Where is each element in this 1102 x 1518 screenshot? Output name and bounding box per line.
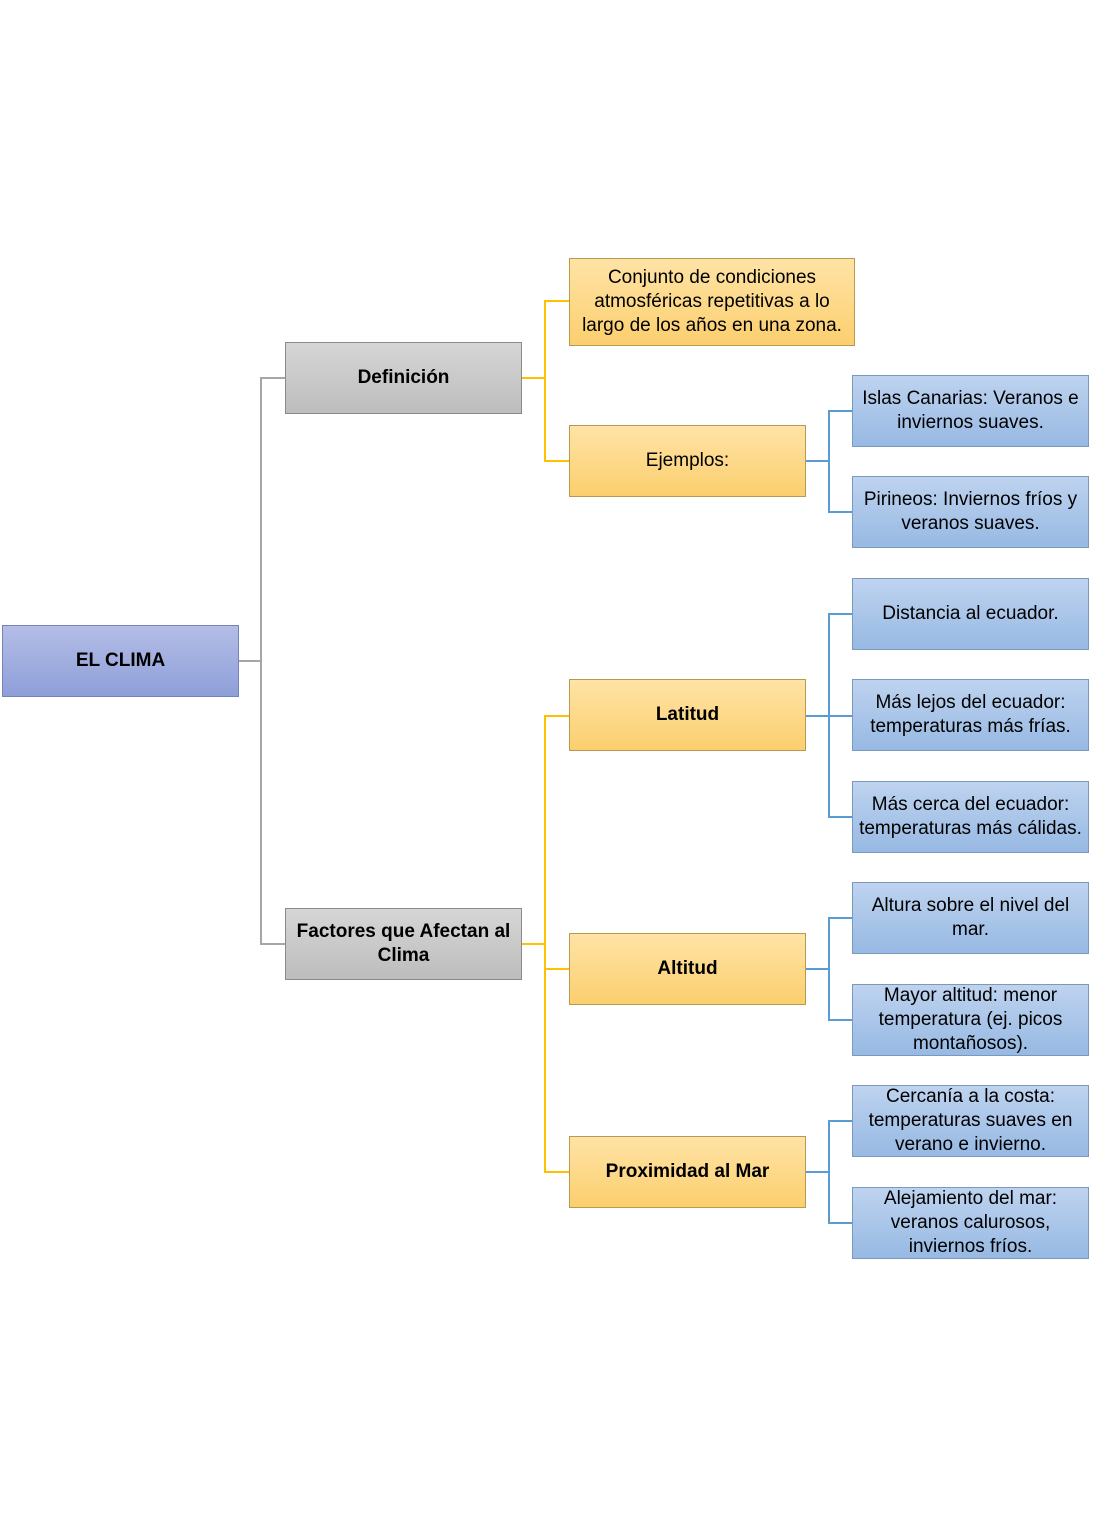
node-latitud: Latitud (569, 679, 806, 751)
leaf-altitud-altura: Altura sobre el nivel del mar. (852, 882, 1089, 954)
leaf-text: Altura sobre el nivel del mar. (871, 895, 1070, 940)
leaf-latitud-distancia: Distancia al ecuador. (852, 578, 1089, 650)
node-altitud: Altitud (569, 933, 806, 1005)
leaf-text: Más lejos del ecuador: temperaturas más … (870, 692, 1071, 737)
leaf-ejemplo-canarias: Islas Canarias: Veranos e inviernos suav… (852, 375, 1089, 447)
root-label: EL CLIMA (75, 650, 166, 671)
latitud-label: Latitud (655, 704, 720, 725)
node-proximidad-mar: Proximidad al Mar (569, 1136, 806, 1208)
root-node-el-clima: EL CLIMA (2, 625, 239, 697)
altitud-label: Altitud (657, 958, 718, 979)
leaf-text: Más cerca del ecuador: temperaturas más … (859, 794, 1082, 839)
factores-label: Factores que Afectan al Clima (296, 921, 511, 966)
proximidad-mar-label: Proximidad al Mar (605, 1161, 770, 1182)
level2-connectors (522, 300, 570, 1173)
leaf-text: Distancia al ecuador. (882, 603, 1059, 624)
leaf-connectors (806, 410, 853, 1224)
leaf-altitud-mayor: Mayor altitud: menor temperatura (ej. pi… (852, 984, 1089, 1056)
node-ejemplos: Ejemplos: (569, 425, 806, 497)
definicion-label: Definición (357, 367, 450, 388)
leaf-text: Alejamiento del mar: veranos calurosos, … (883, 1188, 1058, 1257)
leaf-mar-cercania: Cercanía a la costa: temperaturas suaves… (852, 1085, 1089, 1157)
leaf-mar-alejamiento: Alejamiento del mar: veranos calurosos, … (852, 1187, 1089, 1259)
definicion-concept-text: Conjunto de condiciones atmosféricas rep… (582, 267, 842, 336)
node-definicion: Definición (285, 342, 522, 414)
leaf-latitud-cerca: Más cerca del ecuador: temperaturas más … (852, 781, 1089, 853)
leaf-ejemplo-pirineos: Pirineos: Inviernos fríos y veranos suav… (852, 476, 1089, 548)
node-definicion-concepto: Conjunto de condiciones atmosféricas rep… (569, 258, 855, 346)
leaf-text: Islas Canarias: Veranos e inviernos suav… (862, 388, 1079, 433)
ejemplos-label: Ejemplos: (645, 450, 730, 471)
node-factores: Factores que Afectan al Clima (285, 908, 522, 980)
leaf-text: Cercanía a la costa: temperaturas suaves… (868, 1086, 1073, 1155)
leaf-text: Pirineos: Inviernos fríos y veranos suav… (863, 489, 1078, 534)
leaf-text: Mayor altitud: menor temperatura (ej. pi… (878, 985, 1063, 1054)
root-connectors (239, 377, 286, 945)
leaf-latitud-lejos: Más lejos del ecuador: temperaturas más … (852, 679, 1089, 751)
